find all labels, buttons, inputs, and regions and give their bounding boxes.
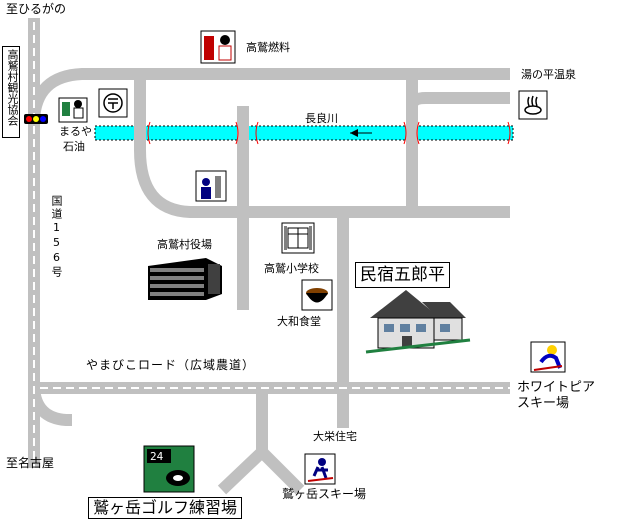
label-golf-range: 鷲ヶ岳ゴルフ練習場 [88,497,243,519]
label-white-pia-ski: スキー場 [517,396,570,411]
label-route-156: 国道156号 [50,195,63,279]
label-to-hirugano: 至ひるがの [6,2,67,16]
label-tourism-office: 高鷲村観光協会 [2,46,20,138]
river-flow-arrow [350,129,372,137]
label-maruya-sekiyu: 石油 [63,140,85,153]
label-onsen: 湯の平温泉 [521,68,576,81]
hot-spring-icon [518,90,548,120]
label-fuel: 高鷲燃料 [246,41,290,54]
label-white-pia: ホワイトピア [517,380,596,395]
river [94,125,514,141]
ski-road [257,447,305,495]
school-road [134,74,510,218]
bridges [147,121,511,145]
golf-road [217,388,268,495]
school-icon [281,222,315,254]
restaurant-bowl-icon [301,279,333,311]
label-yamabiko-road: やまびこロード（広域農道） [86,358,256,372]
label-river: 長良川 [305,112,338,125]
label-washigatake-ski: 鷲ヶ岳スキー場 [282,487,367,501]
road-center-lines [33,22,510,468]
skier-icon-washigatake [304,453,336,485]
label-maruya: まるや [59,125,92,138]
label-to-nagoya: 至名古屋 [6,456,55,470]
gas-station-icon [58,97,88,123]
police-box-icon [195,170,227,202]
fuel-shop-icon [200,30,236,64]
village-office-building [148,258,222,300]
label-minshuku-goroudaira: 民宿五郎平 [355,262,450,288]
label-taiei-housing: 大栄住宅 [313,430,357,443]
skier-icon-white-pia [530,341,566,373]
golf-sign-number: 24 [150,450,164,463]
post-office-icon [98,88,128,118]
minshuku-house-illustration [365,290,471,354]
label-village-office: 高鷲村役場 [157,238,212,251]
onsen-road [406,74,510,112]
label-school: 高鷲小学校 [264,262,319,275]
label-restaurant: 大和食堂 [277,315,321,328]
traffic-signal-icon [24,114,48,124]
northern-road [28,68,510,121]
golf-range-icon: 24 [143,445,195,493]
